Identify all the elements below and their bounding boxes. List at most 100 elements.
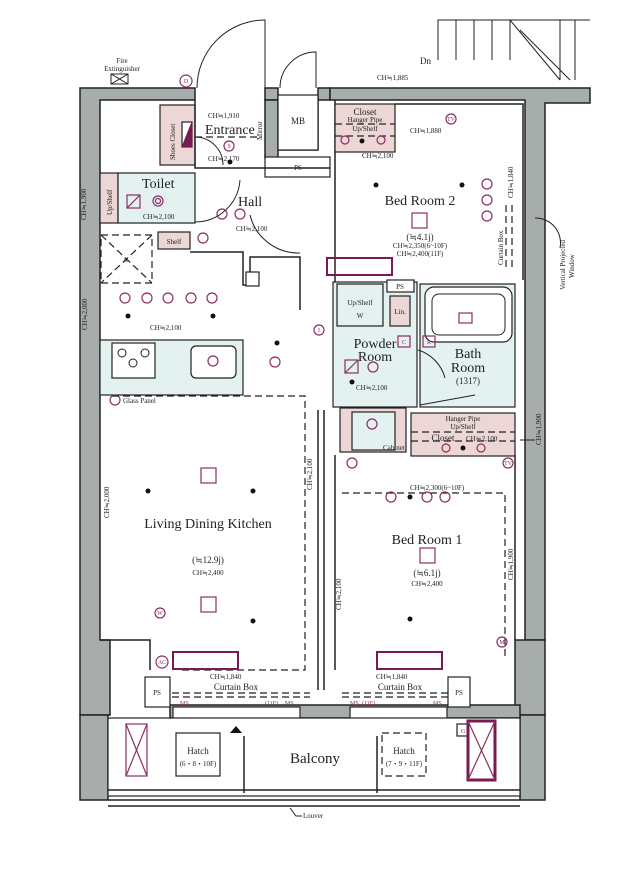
sliding-window-bed-1[interactable] bbox=[349, 706, 448, 720]
svg-text:C: C bbox=[402, 340, 406, 346]
mb-door[interactable] bbox=[279, 51, 317, 89]
bathtub bbox=[424, 286, 513, 343]
svg-text:CH≒2,100: CH≒2,100 bbox=[466, 435, 498, 443]
svg-text:CH≒1,840: CH≒1,840 bbox=[210, 673, 242, 681]
toilet-room bbox=[117, 172, 196, 224]
svg-text:CH≒2,100: CH≒2,100 bbox=[150, 324, 182, 332]
svg-text:CH≒2,100: CH≒2,100 bbox=[362, 152, 394, 160]
sink[interactable] bbox=[190, 345, 237, 379]
bed-room-2-label: Bed Room 2 bbox=[385, 194, 456, 209]
svg-text:Hatch: Hatch bbox=[393, 746, 415, 756]
fire-extinguisher: Fire Extinguisher bbox=[104, 57, 141, 85]
balcony-label: Balcony bbox=[290, 751, 340, 767]
svg-text:CH≒1,900: CH≒1,900 bbox=[80, 188, 88, 220]
svg-text:R: R bbox=[124, 258, 128, 264]
door-symbol-icon bbox=[179, 74, 193, 88]
washer-space bbox=[336, 283, 384, 327]
svg-text:MB: MB bbox=[291, 116, 305, 126]
entrance-label: Entrance bbox=[205, 123, 255, 138]
svg-text:Hanger Pipe: Hanger Pipe bbox=[348, 116, 383, 124]
dn-label: Dn bbox=[420, 56, 431, 66]
gas-stove[interactable] bbox=[111, 342, 156, 379]
svg-text:Mirror: Mirror bbox=[256, 121, 264, 140]
svg-text:(1317): (1317) bbox=[456, 376, 480, 386]
svg-text:(11F): (11F) bbox=[362, 700, 375, 707]
svg-text:W: W bbox=[157, 611, 163, 617]
svg-text:CH≒1,840: CH≒1,840 bbox=[376, 673, 408, 681]
svg-text:CH≒1,900: CH≒1,900 bbox=[535, 413, 543, 445]
svg-text:(6・8・10F): (6・8・10F) bbox=[180, 760, 217, 768]
svg-text:Shoes Closet: Shoes Closet bbox=[169, 124, 177, 160]
bed-room-1-label: Bed Room 1 bbox=[392, 533, 463, 548]
svg-text:CH≒2,100: CH≒2,100 bbox=[356, 384, 388, 392]
svg-text:CH≒2,000: CH≒2,000 bbox=[103, 486, 111, 518]
svg-text:W: W bbox=[357, 312, 364, 320]
svg-text:Lin.: Lin. bbox=[394, 308, 406, 316]
svg-text:CH≒2,100: CH≒2,100 bbox=[236, 225, 268, 233]
toilet-label: Toilet bbox=[142, 177, 175, 192]
svg-text:(≒12.9j): (≒12.9j) bbox=[192, 555, 224, 565]
svg-text:PS: PS bbox=[455, 689, 463, 697]
svg-text:Curtain Box: Curtain Box bbox=[378, 682, 423, 692]
svg-text:Hanger Pipe: Hanger Pipe bbox=[446, 415, 481, 423]
svg-text:M: M bbox=[499, 640, 505, 646]
svg-text:Closet: Closet bbox=[431, 433, 455, 443]
sliding-window-ldk[interactable] bbox=[172, 706, 301, 720]
svg-text:D: D bbox=[184, 79, 189, 85]
svg-text:CH≒2,100: CH≒2,100 bbox=[306, 458, 314, 490]
refrigerator-space bbox=[100, 234, 153, 284]
svg-text:CH≒2,300(6~10F): CH≒2,300(6~10F) bbox=[410, 484, 465, 492]
svg-text:Hatch: Hatch bbox=[187, 746, 209, 756]
svg-text:G: G bbox=[461, 729, 466, 735]
air-conditioner-bed-2 bbox=[326, 257, 393, 276]
linen-closet bbox=[389, 295, 411, 327]
svg-text:CH≒1,885: CH≒1,885 bbox=[377, 74, 409, 82]
svg-text:Cabinet: Cabinet bbox=[383, 444, 405, 452]
meter-box bbox=[277, 94, 319, 151]
svg-text:CH≒1,880: CH≒1,880 bbox=[410, 127, 442, 135]
svg-text:R: R bbox=[427, 340, 431, 346]
svg-text:CH≒1,900: CH≒1,900 bbox=[507, 548, 515, 580]
hatch-left bbox=[175, 732, 221, 777]
svg-text:MS: MS bbox=[433, 701, 442, 707]
svg-text:Curtain Box: Curtain Box bbox=[214, 682, 259, 692]
powder-room-label: Powder bbox=[354, 337, 397, 352]
air-conditioner-ldk bbox=[172, 651, 239, 670]
svg-text:CH≒2,100: CH≒2,100 bbox=[335, 578, 343, 610]
svg-text:MS: MS bbox=[350, 701, 359, 707]
svg-text:CH≒2,000: CH≒2,000 bbox=[81, 298, 89, 330]
svg-text:Closet: Closet bbox=[353, 107, 377, 117]
svg-text:(≒6.1j): (≒6.1j) bbox=[413, 568, 440, 578]
closet-bedroom-1 bbox=[410, 412, 516, 457]
svg-text:PS: PS bbox=[396, 283, 404, 291]
svg-text:(7・9・11F): (7・9・11F) bbox=[386, 760, 423, 768]
svg-text:Shelf: Shelf bbox=[167, 238, 182, 246]
svg-text:CH≒2,100: CH≒2,100 bbox=[143, 213, 175, 221]
entrance-door[interactable] bbox=[196, 19, 266, 89]
sensor-icon bbox=[223, 140, 235, 152]
svg-text:Fire: Fire bbox=[116, 57, 127, 65]
svg-text:CH≒2,400: CH≒2,400 bbox=[411, 580, 443, 588]
svg-text:Up/Shelf: Up/Shelf bbox=[347, 299, 373, 307]
stairs bbox=[437, 19, 590, 81]
bath-room-label: Bath bbox=[455, 347, 481, 362]
svg-text:(≒4.1j): (≒4.1j) bbox=[406, 232, 433, 242]
svg-text:MS: MS bbox=[285, 701, 294, 707]
svg-text:CH≒1,840: CH≒1,840 bbox=[507, 166, 515, 198]
air-conditioner-bed-1 bbox=[376, 651, 443, 670]
svg-text:TV: TV bbox=[504, 461, 513, 467]
svg-text:MS: MS bbox=[180, 701, 189, 707]
hatch-right bbox=[381, 732, 427, 777]
svg-text:CH≒2,400(11F): CH≒2,400(11F) bbox=[397, 250, 444, 258]
svg-text:Curtain Box: Curtain Box bbox=[497, 230, 505, 265]
svg-text:Window: Window bbox=[568, 253, 576, 278]
svg-text:CH≒2,350(6~10F): CH≒2,350(6~10F) bbox=[393, 242, 448, 250]
svg-text:CH≒1,910: CH≒1,910 bbox=[208, 112, 240, 120]
svg-text:Up/Shelf: Up/Shelf bbox=[106, 189, 114, 215]
svg-text:CH≒2,400: CH≒2,400 bbox=[192, 569, 224, 577]
svg-text:CH≒2,170: CH≒2,170 bbox=[208, 155, 240, 163]
pipe-space bbox=[264, 156, 331, 178]
svg-text:TV: TV bbox=[447, 117, 456, 123]
svg-text:Vertical Projected: Vertical Projected bbox=[559, 240, 567, 290]
